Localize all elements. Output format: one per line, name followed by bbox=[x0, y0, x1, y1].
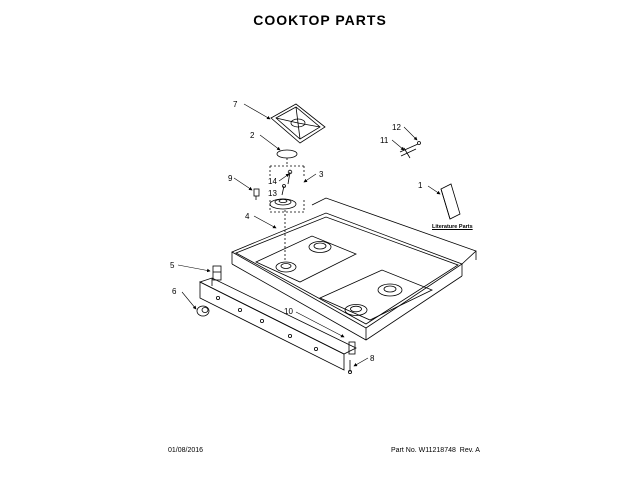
valve-bracket bbox=[212, 265, 222, 281]
callout-1: 1 bbox=[418, 181, 423, 190]
manifold-panel bbox=[198, 277, 357, 371]
page-title: COOKTOP PARTS bbox=[253, 12, 387, 28]
callout-6: 6 bbox=[172, 287, 177, 296]
burner-grate bbox=[270, 103, 326, 144]
bracket-screw bbox=[347, 341, 356, 374]
literature-booklet bbox=[440, 183, 461, 220]
callout-11: 11 bbox=[380, 136, 389, 145]
small-hardware bbox=[399, 141, 421, 159]
callout-9: 9 bbox=[228, 174, 233, 183]
part-no-label: Part No. bbox=[391, 447, 417, 454]
callout-8: 8 bbox=[370, 354, 375, 363]
callout-3: 3 bbox=[319, 170, 324, 179]
callout-7: 7 bbox=[233, 100, 238, 109]
rev-value: A bbox=[475, 447, 480, 454]
footer-date: 01/08/2016 bbox=[168, 447, 204, 454]
callout-10: 10 bbox=[284, 307, 293, 316]
cooktop-surface bbox=[231, 197, 477, 341]
callout-4: 4 bbox=[245, 212, 250, 221]
callout-2: 2 bbox=[250, 131, 255, 140]
callout-12: 12 bbox=[392, 123, 401, 132]
control-knob bbox=[196, 305, 210, 317]
orifice-part bbox=[253, 188, 260, 200]
footer-part-info: Part No. W11218748 Rev. A bbox=[391, 447, 480, 454]
part-no: W11218748 bbox=[418, 447, 456, 454]
literature-parts-label: Literature Parts bbox=[432, 224, 473, 230]
burner-base bbox=[269, 198, 297, 210]
callout-14: 14 bbox=[268, 177, 277, 186]
callout-13: 13 bbox=[268, 189, 277, 198]
burner-cap bbox=[276, 149, 298, 159]
callout-5: 5 bbox=[170, 261, 175, 270]
burner-assembly-group bbox=[269, 165, 305, 213]
rev-label: Rev. bbox=[459, 447, 474, 454]
